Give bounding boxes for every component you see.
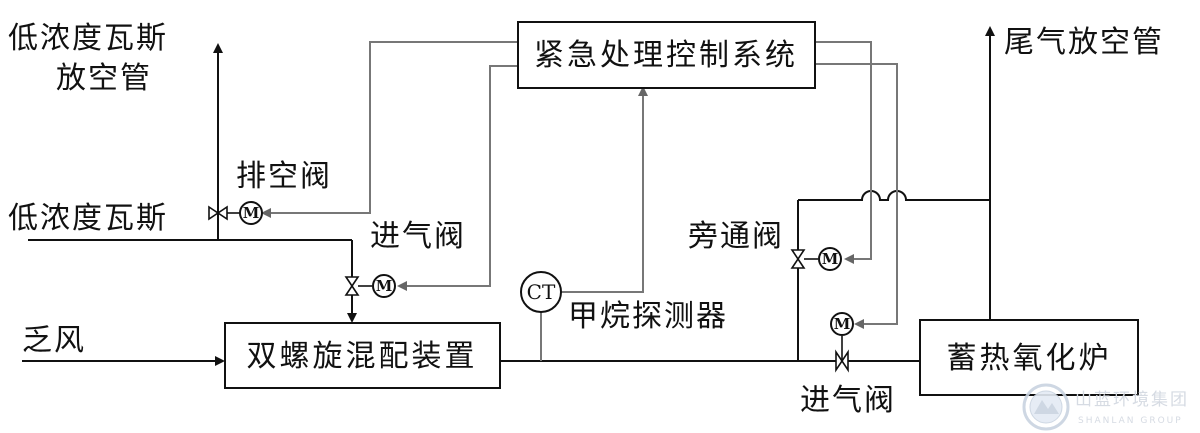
signal-methane-detector [545, 86, 648, 293]
svg-text:M: M [376, 277, 393, 295]
twin-screw-mixer-label: 双螺旋混配装置 [247, 339, 478, 374]
bypass-valve-icon [790, 249, 818, 269]
methane-detector-icon: CT [520, 271, 562, 313]
low-gas-vent-pipe-label-2: 放空管 [56, 61, 152, 96]
svg-text:CT: CT [527, 280, 556, 304]
regenerative-oxidizer-box: 蓄热氧化炉 [919, 319, 1139, 396]
twin-screw-mixer-box: 双螺旋混配装置 [224, 322, 501, 389]
inlet-valve-top-motor-icon: M [372, 274, 396, 298]
svg-text:M: M [834, 315, 851, 333]
signal-inlet-valve-bottom [815, 63, 898, 329]
inlet-valve-top-label: 进气阀 [370, 219, 466, 254]
watermark-name: 山蓝环境集团 [1075, 390, 1189, 410]
emergency-control-system-label: 紧急处理控制系统 [534, 38, 798, 73]
bypass-header-pipe [798, 190, 990, 201]
svg-text:M: M [243, 204, 260, 222]
svg-text:M: M [822, 250, 839, 268]
exhaust-valve-label: 排空阀 [236, 159, 332, 194]
watermark-sub: SHANLAN GROUP [1078, 416, 1183, 426]
low-gas-inlet-label: 低浓度瓦斯 [8, 201, 168, 236]
signal-bypass-valve [815, 41, 872, 264]
low-gas-vent-pipe-label-1: 低浓度瓦斯 [8, 21, 168, 56]
bypass-valve-motor-icon: M [818, 247, 842, 271]
emergency-control-system-box: 紧急处理控制系统 [517, 21, 816, 89]
bypass-valve-label: 旁通阀 [688, 219, 784, 254]
exhaust-valve-motor-icon: M [239, 201, 263, 225]
inlet-valve-bottom-motor-icon: M [830, 312, 854, 336]
watermark-logo [1022, 383, 1070, 431]
tail-gas-vent-pipe-label: 尾气放空管 [1004, 25, 1164, 60]
lean-air-label: 乏风 [22, 323, 86, 358]
exhaust-valve-icon [208, 205, 240, 221]
inlet-valve-top-icon [344, 276, 372, 296]
inlet-valve-bottom-icon [835, 336, 849, 373]
signal-exhaust-valve [261, 41, 518, 218]
regenerative-oxidizer-label: 蓄热氧化炉 [947, 341, 1112, 376]
inlet-valve-bottom-label: 进气阀 [800, 383, 896, 418]
signal-inlet-valve-top [397, 65, 518, 291]
methane-detector-label: 甲烷探测器 [568, 299, 728, 334]
